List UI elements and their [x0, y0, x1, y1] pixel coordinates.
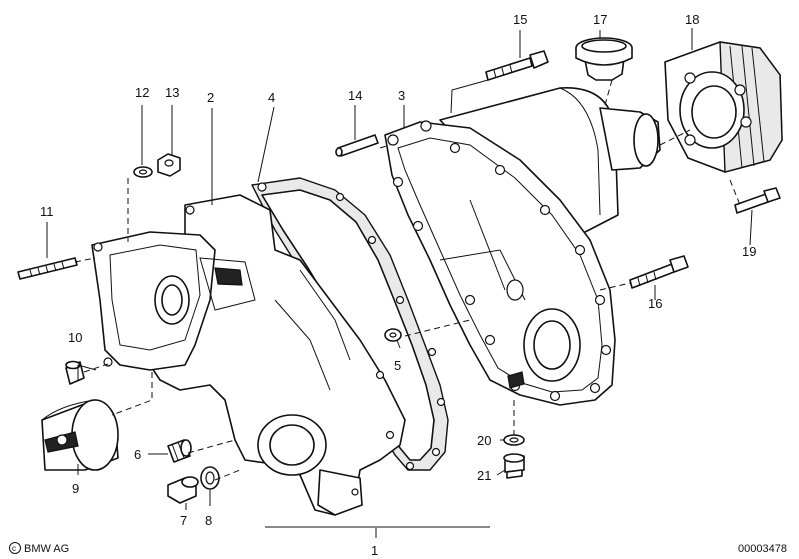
callout-6: 6: [134, 447, 141, 462]
callout-8: 8: [205, 513, 212, 528]
bolt-19-part: [734, 187, 781, 214]
stud-11-part: [17, 257, 78, 280]
washer-20-part: [503, 434, 525, 446]
dowel-pin-part: [335, 134, 379, 157]
callout-11: 11: [40, 204, 54, 219]
plug-part: [575, 37, 633, 81]
callout-14: 14: [348, 88, 362, 103]
callout-21: 21: [477, 468, 491, 483]
washer-5-part: [384, 328, 402, 342]
callout-12: 12: [135, 85, 149, 100]
brand-mark: c BMW AG: [9, 542, 69, 555]
callout-20: 20: [477, 433, 491, 448]
seal-ring-8-part: [200, 466, 220, 490]
copyright-icon: [9, 542, 21, 554]
callout-18: 18: [685, 12, 699, 27]
bolt-16-part: [629, 255, 689, 289]
bolt-15-part: [485, 50, 549, 81]
transfer-case-housing: [384, 87, 661, 406]
callout-7: 7: [180, 513, 187, 528]
callout-17: 17: [593, 12, 607, 27]
callout-2: 2: [207, 90, 214, 105]
callout-15: 15: [513, 12, 527, 27]
callout-19: 19: [742, 244, 756, 259]
plug-screw-6-part: [167, 439, 192, 463]
callout-13: 13: [165, 85, 179, 100]
callout-9: 9: [72, 481, 79, 496]
callout-4: 4: [268, 90, 275, 105]
callout-1: 1: [371, 543, 378, 558]
drain-plug-part: [167, 476, 199, 504]
brand-label: BMW AG: [24, 543, 69, 555]
washer-12-part: [133, 166, 153, 178]
callout-16: 16: [648, 296, 662, 311]
screw-plug-21-part: [503, 453, 525, 479]
callout-5: 5: [394, 358, 401, 373]
front-cover-part: [91, 194, 406, 516]
callout-labels: 1 2 3 4 5 6 7 8 9 10 11 12 13 14 15 16 1…: [40, 12, 756, 558]
copyright-icon-glyph: c: [12, 544, 16, 553]
leader-lines: [46, 28, 753, 538]
nut-13-part: [157, 153, 181, 177]
document-number: 00003478: [738, 543, 787, 555]
rubber-mount-part: [41, 399, 119, 471]
cover-cap-part: [664, 41, 783, 173]
callout-10: 10: [68, 330, 82, 345]
sleeve-part: [65, 360, 85, 385]
alignment-lines: [74, 79, 741, 481]
callout-3: 3: [398, 88, 405, 103]
